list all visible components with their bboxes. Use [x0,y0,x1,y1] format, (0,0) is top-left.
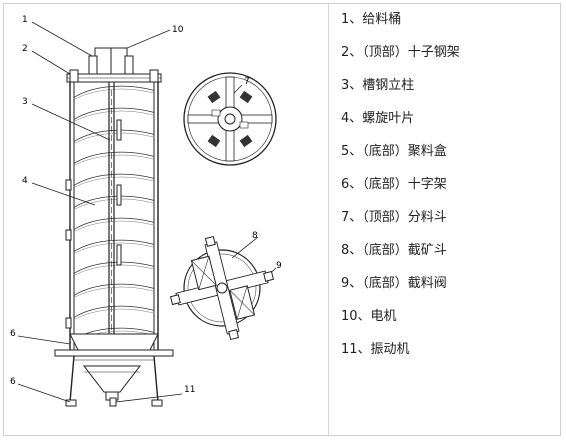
legend-item-10: 10、电机 [341,309,397,324]
callout-6b: 6 [10,377,16,387]
legend-item-7: 7、（顶部）分料斗 [341,210,447,225]
elevation-view [54,47,174,407]
top-distributor-plan [183,72,277,166]
legend-item-1: 1、给料桶 [341,12,402,27]
legend-item-5: 5、（底部）聚料盒 [341,144,447,159]
vibrator [109,397,117,407]
legend-item-3: 3、槽钢立柱 [341,78,415,93]
legend-item-6: 6、（底部）十字架 [341,177,447,192]
callout-4: 4 [22,176,28,186]
bottom-cross-frame [54,349,174,357]
callout-9: 9 [276,261,282,271]
legend-item-4: 4、螺旋叶片 [341,111,415,126]
legend-item-11: 11、振动机 [341,342,410,357]
bottom-interceptor-plan [169,235,275,341]
callout-3: 3 [22,97,28,107]
callout-7: 7 [244,77,250,87]
panel-divider [328,3,329,436]
parts-legend: 1、给料桶 2、（顶部）十子钢架 3、槽钢立柱 4、螺旋叶片 5、（底部）聚料盒… [341,9,460,372]
callout-1: 1 [22,15,28,25]
callout-6a: 6 [10,329,16,339]
legend-item-9: 9、（底部）截料阀 [341,276,447,291]
callout-11: 11 [184,385,195,395]
legend-item-2: 2、（顶部）十子钢架 [341,45,460,60]
legend-item-8: 8、（底部）截矿斗 [341,243,447,258]
figure-frame [3,3,561,436]
leader-lines [17,21,277,403]
callout-10: 10 [172,25,184,35]
callout-2: 2 [22,44,28,54]
callout-8: 8 [252,231,258,241]
